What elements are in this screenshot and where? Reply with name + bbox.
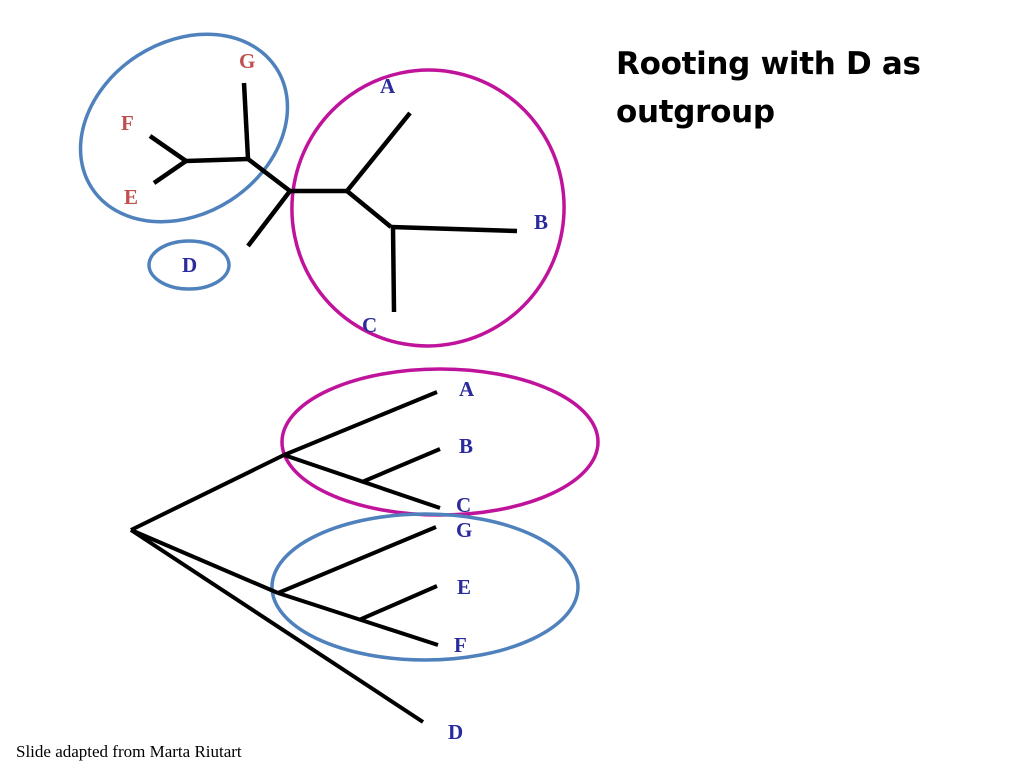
leaf-label-d-rooted: D xyxy=(448,720,463,744)
leaf-label-d: D xyxy=(182,253,197,277)
branch-ef-stem-rooted xyxy=(277,591,439,647)
root-to-abc xyxy=(130,453,285,532)
leaf-label-c: C xyxy=(362,313,377,337)
leaf-label-b: B xyxy=(534,210,548,234)
branch-efg-stem xyxy=(246,157,292,193)
branch-c xyxy=(390,226,397,313)
leaf-label-a-rooted: A xyxy=(459,377,475,401)
leaf-label-e: E xyxy=(124,185,138,209)
branch-bc-stem xyxy=(345,189,393,229)
leaf-label-f-rooted: F xyxy=(454,633,467,657)
leaf-label-e-rooted: E xyxy=(457,575,471,599)
branch-e-rooted xyxy=(358,584,438,622)
branch-g-rooted xyxy=(277,525,437,595)
branch-a-rooted xyxy=(283,390,438,457)
abc-clade-outline-rooted xyxy=(280,367,600,517)
leaf-label-c-rooted: C xyxy=(456,493,471,517)
abc-clade-outline xyxy=(290,68,566,348)
leaf-label-a: A xyxy=(380,74,396,98)
root-to-d xyxy=(129,528,425,724)
branch-a xyxy=(345,111,412,193)
branch-f xyxy=(148,134,188,163)
branch-e xyxy=(152,159,188,185)
branch-d xyxy=(246,189,292,248)
root-to-gef xyxy=(130,528,279,595)
leaf-label-g-rooted: G xyxy=(456,518,472,542)
rooted-tree: A B C G E F D xyxy=(129,367,600,744)
branch-ef-g xyxy=(185,156,249,164)
leaf-label-g: G xyxy=(239,49,255,73)
leaf-label-b-rooted: B xyxy=(459,434,473,458)
leaf-label-f: F xyxy=(121,111,134,135)
slide-title: Rooting with D as outgroup xyxy=(616,46,921,130)
branch-b-rooted xyxy=(361,447,441,484)
d-outgroup-outline xyxy=(147,239,231,291)
gef-clade-outline-rooted xyxy=(270,512,580,662)
branch-b xyxy=(390,224,518,234)
unrooted-tree: G F E D A B C xyxy=(78,32,566,348)
slide-credit: Slide adapted from Marta Riutart xyxy=(16,742,242,761)
branch-g xyxy=(241,82,251,160)
efg-clade-outline xyxy=(78,32,290,224)
